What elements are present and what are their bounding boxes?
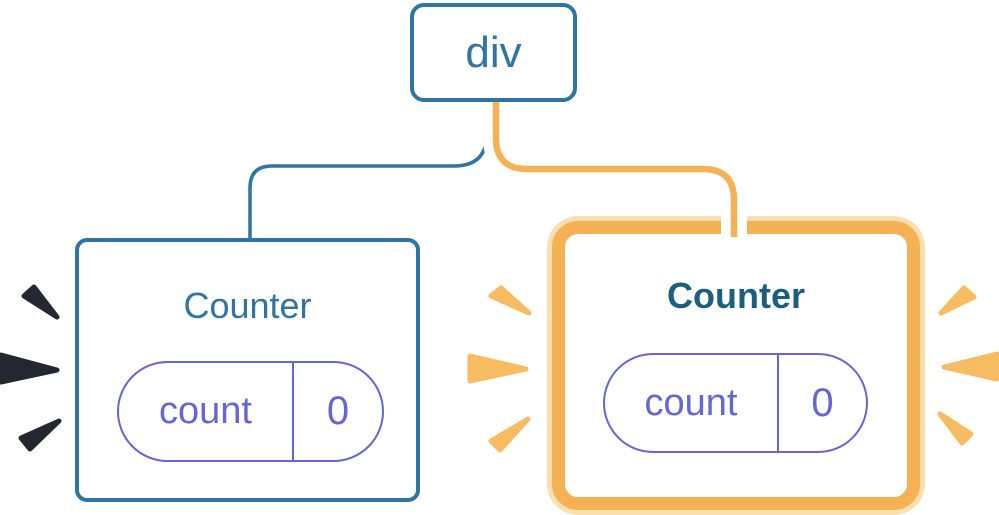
- connector-right-line: [492, 102, 738, 237]
- burst-mark-orange-icon: [467, 353, 529, 384]
- burst-right-card-left: [467, 285, 532, 453]
- connector-left-line: [248, 100, 489, 242]
- burst-mark-dark-icon: [18, 418, 62, 452]
- burst-mark-orange-icon: [488, 285, 532, 316]
- burst-left-dark: [0, 284, 62, 452]
- burst-mark-orange-icon: [941, 351, 999, 382]
- div-node-label: div: [465, 27, 522, 77]
- counter-title: Counter: [183, 285, 312, 326]
- counter-card-left: Counter count 0: [75, 238, 420, 502]
- state-value: 0: [326, 389, 350, 433]
- burst-mark-orange-icon: [488, 416, 531, 453]
- burst-mark-dark-icon: [21, 284, 60, 320]
- burst-mark-orange-icon: [937, 411, 974, 446]
- burst-mark-orange-icon: [938, 285, 977, 316]
- burst-right-card-right: [937, 285, 999, 446]
- counter-title: Counter: [667, 275, 805, 316]
- state-pill: count 0: [603, 353, 868, 453]
- state-value: 0: [811, 380, 834, 425]
- state-pill: count 0: [117, 361, 384, 462]
- state-key-cell: count: [119, 363, 294, 460]
- connector-right-casing: [483, 102, 747, 236]
- div-node: div: [410, 3, 577, 102]
- counter-card-right: Counter count 0: [552, 221, 920, 510]
- burst-mark-dark-icon: [0, 352, 60, 385]
- state-key-cell: count: [605, 355, 779, 451]
